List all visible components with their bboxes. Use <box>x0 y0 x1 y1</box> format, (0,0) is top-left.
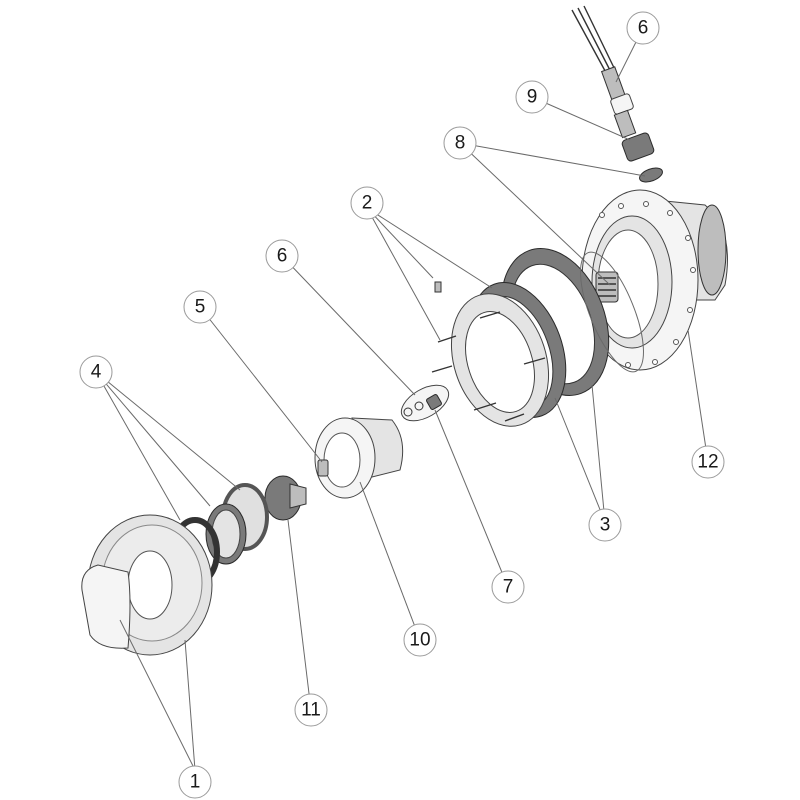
callout-6-middle: 6 <box>265 239 299 273</box>
screws-icon <box>431 281 546 422</box>
svg-text:1: 1 <box>190 772 201 793</box>
svg-text:7: 7 <box>503 577 514 598</box>
lamp-part <box>264 475 307 521</box>
screw-ring-part <box>431 281 550 427</box>
callout-4: 4 <box>79 355 113 389</box>
svg-text:11: 11 <box>301 700 321 721</box>
callout-11: 11 <box>294 693 328 727</box>
svg-text:3: 3 <box>600 515 611 536</box>
callout-10: 10 <box>403 623 437 657</box>
svg-text:9: 9 <box>527 87 538 108</box>
callout-7: 7 <box>491 570 525 604</box>
svg-text:2: 2 <box>362 193 373 214</box>
svg-text:6: 6 <box>277 246 288 267</box>
callout-3: 3 <box>588 508 622 542</box>
callout-12: 12 <box>691 445 725 479</box>
svg-text:5: 5 <box>195 297 206 318</box>
leader-lines <box>95 27 709 771</box>
callout-9: 9 <box>515 80 549 114</box>
gland-set-part <box>400 384 450 422</box>
svg-text:4: 4 <box>91 362 102 383</box>
callout-5: 5 <box>183 290 217 324</box>
svg-text:12: 12 <box>697 452 718 473</box>
seal-set-part <box>170 483 269 587</box>
front-cover-part <box>81 514 213 656</box>
svg-text:8: 8 <box>455 133 466 154</box>
svg-text:10: 10 <box>409 630 430 651</box>
callout-2: 2 <box>350 186 384 220</box>
lamp-holder-part <box>314 417 404 499</box>
callout-6-top: 6 <box>626 11 660 45</box>
top-cable-gland-part <box>571 5 663 183</box>
svg-text:6: 6 <box>638 18 649 39</box>
housing-part <box>581 189 728 371</box>
callout-8: 8 <box>443 126 477 160</box>
callout-1: 1 <box>178 765 212 799</box>
